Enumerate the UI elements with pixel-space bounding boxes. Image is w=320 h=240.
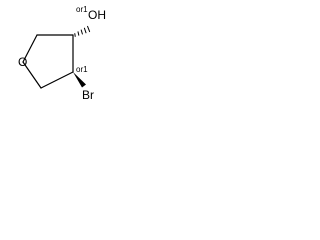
bond-c2-o1 [22, 34, 38, 63]
bond-o1-c5 [22, 61, 42, 89]
molecule-structure: O OH Br or1 or1 [18, 5, 106, 102]
stereo-label-c4: or1 [76, 65, 88, 74]
stereo-label-c3: or1 [76, 5, 88, 14]
hashed-bond-c3-oh [74, 25, 91, 37]
wedge-bond-c4-br [73, 72, 86, 88]
ring-oxygen-label: O [18, 55, 27, 69]
hydroxyl-label: OH [88, 8, 106, 22]
bond-c5-c4 [40, 71, 74, 89]
bromine-label: Br [82, 88, 94, 102]
